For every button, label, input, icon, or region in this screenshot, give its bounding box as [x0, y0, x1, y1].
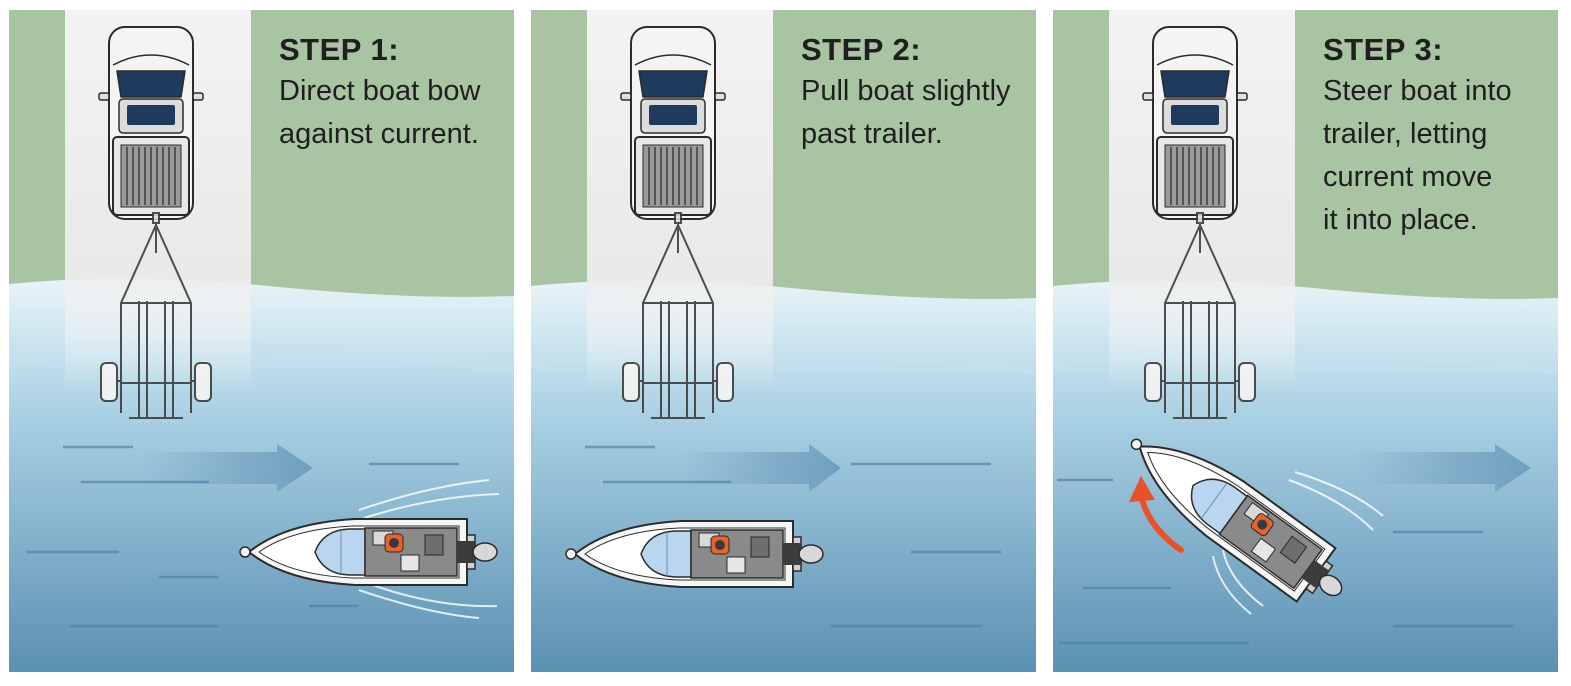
- step-2-illustration: [531, 10, 1036, 672]
- current-arrow-icon: [139, 444, 313, 492]
- step-1-illustration: [9, 10, 514, 672]
- step-panel-1: STEP 1: Direct boat bow against current.: [9, 10, 514, 672]
- step-3-description: Steer boat into trailer, letting current…: [1323, 75, 1512, 236]
- step-2-title: STEP 2:: [801, 32, 922, 67]
- pickup-truck-icon: [620, 26, 726, 220]
- step-1-description: Direct boat bow against current.: [279, 75, 481, 150]
- boat-wake: [1212, 471, 1384, 615]
- water-current-lines: [1057, 478, 1513, 645]
- pickup-truck-icon: [1142, 26, 1248, 220]
- step-2-caption: STEP 2: Pull boat slightly past trailer.: [801, 30, 1031, 156]
- step-panel-3: STEP 3: Steer boat into trailer, letting…: [1053, 10, 1558, 672]
- boat-wake: [358, 479, 500, 619]
- step-1-title: STEP 1:: [279, 32, 400, 67]
- step-3-illustration: [1053, 10, 1558, 672]
- water-current-lines: [27, 445, 469, 628]
- step-2-description: Pull boat slightly past trailer.: [801, 75, 1011, 150]
- step-panel-2: STEP 2: Pull boat slightly past trailer.: [531, 10, 1036, 672]
- step-3-title: STEP 3:: [1323, 32, 1444, 67]
- current-arrow-icon: [1353, 444, 1531, 492]
- step-1-caption: STEP 1: Direct boat bow against current.: [279, 30, 509, 156]
- pickup-truck-icon: [98, 26, 204, 220]
- steer-arrow-icon: [1129, 476, 1184, 553]
- current-arrow-icon: [681, 444, 841, 492]
- step-3-caption: STEP 3: Steer boat into trailer, letting…: [1323, 30, 1553, 242]
